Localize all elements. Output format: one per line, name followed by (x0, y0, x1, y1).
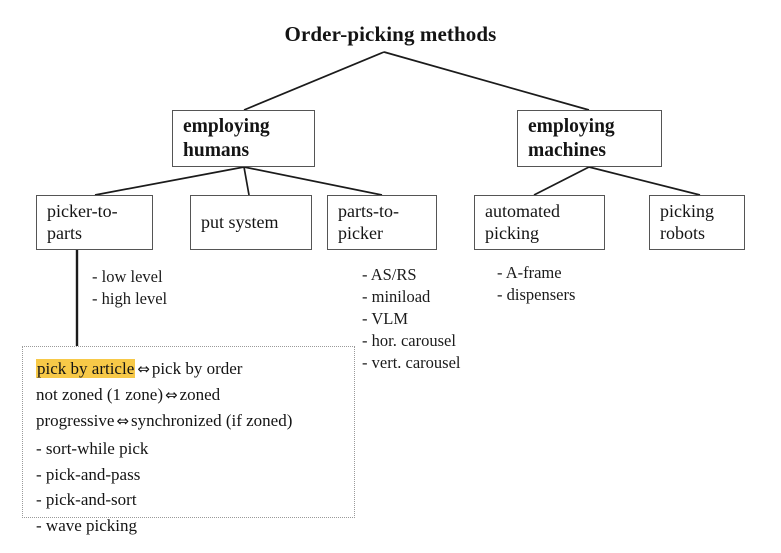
node-label-line: picking (485, 222, 539, 243)
node-automated-picking[interactable]: automated picking (474, 195, 605, 250)
bullets-picker-to-parts: - low level - high level (92, 266, 167, 310)
bidirectional-arrow-icon: ⇔ (137, 360, 150, 378)
bullet-item: - high level (92, 288, 168, 308)
node-label-line: machines (528, 139, 606, 161)
node-label-line: employing (183, 115, 270, 137)
node-employing-humans[interactable]: employing humans (172, 110, 315, 167)
node-label-line: picking (660, 200, 714, 221)
node-label-line: automated (485, 200, 560, 221)
bullet-item: - VLM (362, 308, 408, 328)
node-employing-machines[interactable]: employing machines (517, 110, 662, 167)
edge-humans-to-parts-to-picker (243, 166, 383, 196)
node-label-line: picker-to- (47, 200, 118, 221)
bidirectional-arrow-icon: ⇔ (116, 411, 129, 430)
detail-pair-right: zoned (179, 384, 221, 404)
bullet-item: - vert. carousel (362, 352, 461, 372)
detail-pair-row: not zoned (1 zone)⇔zoned (36, 382, 344, 408)
detail-box-bullets: - sort-while pick - pick-and-pass - pick… (36, 436, 344, 538)
bidirectional-arrow-icon: ⇔ (164, 385, 178, 404)
node-label-line: robots (660, 222, 705, 243)
node-label-line: parts-to- (338, 200, 399, 221)
bullet-item: - A-frame (497, 263, 562, 282)
node-label-line: put system (201, 211, 279, 232)
edge-root-to-employing-humans (243, 51, 385, 111)
node-picking-robots[interactable]: picking robots (649, 195, 745, 250)
detail-pair-left: progressive (36, 410, 115, 430)
node-parts-to-picker[interactable]: parts-to- picker (327, 195, 437, 250)
bullet-item: - hor. carousel (362, 330, 456, 350)
node-label-line: humans (183, 139, 250, 161)
bullets-automated-picking: - A-frame - dispensers (497, 262, 575, 306)
node-picker-to-parts[interactable]: picker-to- parts (36, 195, 153, 250)
node-label-line: employing (528, 115, 615, 137)
detail-box-picker-to-parts: pick by article⇔pick by order not zoned … (22, 346, 355, 535)
edge-root-to-employing-machines (383, 51, 590, 111)
detail-pair-left-highlighted: pick by article (36, 359, 136, 378)
bullets-parts-to-picker: - AS/RS - miniload - VLM - hor. carousel… (362, 264, 461, 374)
detail-pair-row: pick by article⇔pick by order (36, 356, 344, 382)
bullet-item: - pick-and-pass (36, 464, 141, 484)
bullet-item: - sort-while pick (36, 439, 149, 459)
bullet-item: - pick-and-sort (36, 490, 137, 510)
detail-pair-right: synchronized (if zoned) (130, 410, 293, 430)
edge-machines-to-automated-picking (533, 166, 590, 196)
detail-pair-right: pick by order (151, 359, 243, 378)
bullet-item: - dispensers (497, 284, 576, 304)
bullet-item: - wave picking (36, 515, 138, 535)
edge-humans-to-picker-to-parts (94, 166, 245, 196)
page-title: Order-picking methods (284, 22, 497, 46)
bullet-item: - AS/RS (362, 265, 417, 284)
bullet-item: - miniload (362, 286, 431, 306)
detail-pair-row: progressive⇔synchronized (if zoned) (36, 408, 344, 434)
detail-pair-left: not zoned (1 zone) (36, 384, 163, 404)
node-label-line: picker (338, 222, 383, 243)
node-put-system[interactable]: put system (190, 195, 312, 250)
node-label-line: parts (47, 222, 82, 243)
bullet-item: - low level (92, 267, 163, 286)
edge-humans-to-put-system (243, 166, 250, 196)
edge-machines-to-picking-robots (588, 166, 701, 196)
